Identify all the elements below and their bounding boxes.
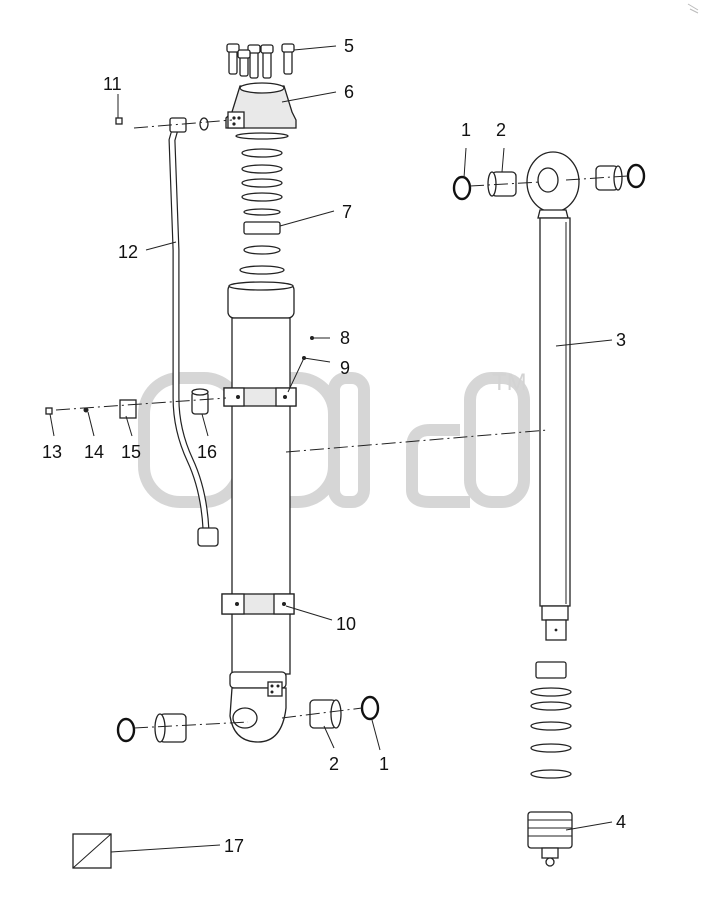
callout-labels: 5 6 11 7 12 8 9 13 14 15 16 10 2 1 17 1 … <box>42 36 626 856</box>
left-pivot-parts <box>116 695 380 743</box>
callout-4: 4 <box>616 812 626 832</box>
callout-2-right: 2 <box>496 120 506 140</box>
right-pivot-parts <box>452 163 646 201</box>
clamp-lower <box>221 593 295 615</box>
piston-rod <box>526 151 580 641</box>
callout-9: 9 <box>340 358 350 378</box>
callout-7: 7 <box>342 202 352 222</box>
note-box <box>72 833 112 869</box>
callout-6: 6 <box>344 82 354 102</box>
callout-1-left: 1 <box>379 754 389 774</box>
callout-17: 17 <box>224 836 244 856</box>
callout-15: 15 <box>121 442 141 462</box>
callout-5: 5 <box>344 36 354 56</box>
callout-13: 13 <box>42 442 62 462</box>
callout-2-left: 2 <box>329 754 339 774</box>
callout-16: 16 <box>197 442 217 462</box>
watermark-trademark: TM <box>492 369 527 396</box>
callout-1-right: 1 <box>461 120 471 140</box>
piston-stack <box>527 661 573 867</box>
cylinder-barrel <box>227 281 295 743</box>
callout-12: 12 <box>118 242 138 262</box>
cylinder-head <box>225 82 297 129</box>
callout-10: 10 <box>336 614 356 634</box>
clamp-upper <box>223 387 297 407</box>
seal-stack <box>235 132 289 275</box>
callout-8: 8 <box>340 328 350 348</box>
corner-mark <box>687 3 699 14</box>
callout-11: 11 <box>103 74 122 94</box>
bolt-set <box>226 43 295 79</box>
leader-lines <box>49 45 613 853</box>
center-lines <box>55 119 629 729</box>
hose-pipe <box>168 117 219 547</box>
callout-14: 14 <box>84 442 104 462</box>
callout-3: 3 <box>616 330 626 350</box>
